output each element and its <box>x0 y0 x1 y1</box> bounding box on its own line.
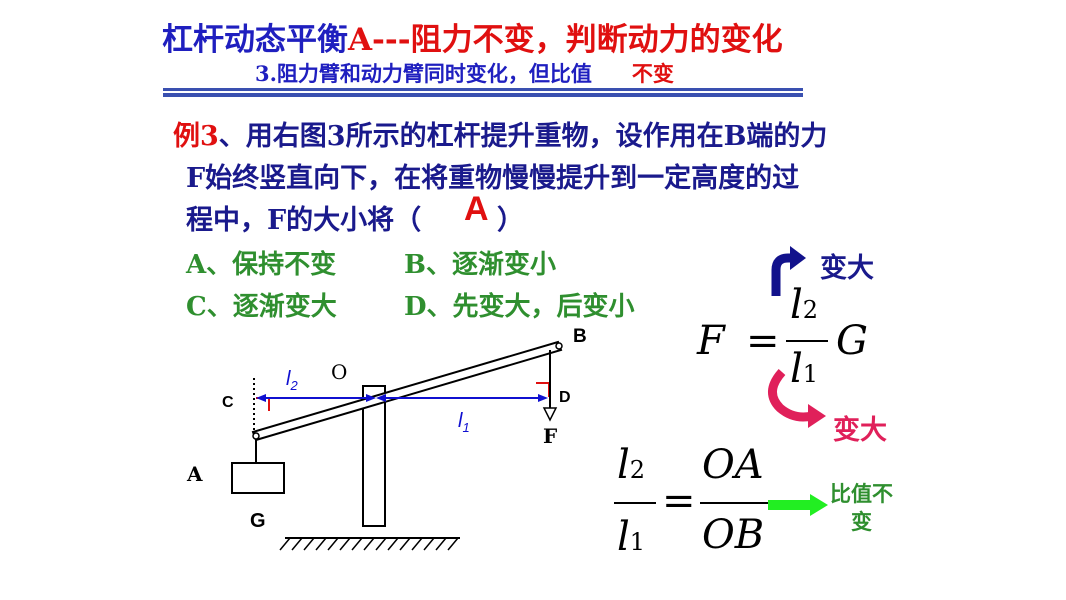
formula1-denominator: l1 <box>790 346 819 392</box>
formula1-rhs: G <box>836 318 868 364</box>
subtitle-main: 3.阻力臂和动力臂同时变化，但比值 <box>255 61 592 86</box>
subtitle-emphasis: 不变 <box>631 61 674 86</box>
fulcrum-post <box>362 385 386 527</box>
ground-hatching <box>279 537 459 551</box>
green-arrow-icon <box>768 494 828 516</box>
label-d: D <box>559 389 571 406</box>
slide-title: 杠杆动态平衡A---阻力不变，判断动力的变化 <box>162 14 783 59</box>
formula2-num2: OA <box>702 442 764 488</box>
title-sub: A---阻力不变，判断动力的变化 <box>348 22 783 58</box>
example-label: 例3 <box>173 121 219 152</box>
question-line-3: 程中，F的大小将（ <box>186 205 422 236</box>
lever-bar <box>251 340 563 442</box>
formula1-fraction-bar <box>786 340 828 342</box>
up-arrow-icon <box>771 246 806 296</box>
formula2-den1: l1 <box>617 514 646 560</box>
option-c: C、逐渐变大 <box>186 292 337 322</box>
label-bigger-top: 变大 <box>820 253 874 284</box>
formula2-den2: OB <box>702 512 765 558</box>
slide-subtitle: 3.阻力臂和动力臂同时变化，但比值 不变 <box>255 58 674 88</box>
label-a: A <box>187 462 203 486</box>
label-bigger-bottom: 变大 <box>833 415 887 446</box>
label-o: O <box>331 360 348 384</box>
formula2-bar2 <box>700 502 768 504</box>
label-l1: l1 <box>458 410 470 435</box>
question-line-1: 例3、用右图3所示的杠杆提升重物，设作用在B端的力 <box>173 121 828 152</box>
weight-block <box>231 462 285 494</box>
ratio-unchanged-text: 比值不 变 <box>830 481 893 534</box>
formula1-numerator: l2 <box>790 282 819 328</box>
lever-diagram <box>231 340 563 551</box>
label-g: G <box>250 510 266 532</box>
formula1-lhs: F <box>697 318 725 364</box>
option-d: D、先变大，后变小 <box>404 292 635 322</box>
formula2-equals: = <box>662 478 696 524</box>
curve-arrow-icon <box>768 368 826 428</box>
label-c: C <box>222 394 234 411</box>
label-f: F <box>543 424 558 448</box>
label-l2: l2 <box>286 368 298 393</box>
formula2-num1: l2 <box>617 442 646 488</box>
option-a: A、保持不变 <box>186 250 337 280</box>
question-line-3-close: ） <box>497 205 524 236</box>
title-divider <box>163 88 803 97</box>
formula2-bar1 <box>614 502 656 504</box>
answer-text: A <box>464 190 489 228</box>
formula1-equals: = <box>746 318 780 364</box>
label-b: B <box>573 326 587 347</box>
option-b: B、逐渐变小 <box>404 250 556 280</box>
question-line-2: F始终竖直向下，在将重物慢慢提升到一定高度的过 <box>186 163 800 194</box>
title-main: 杠杆动态平衡 <box>162 22 348 58</box>
force-arrowhead <box>542 407 558 422</box>
